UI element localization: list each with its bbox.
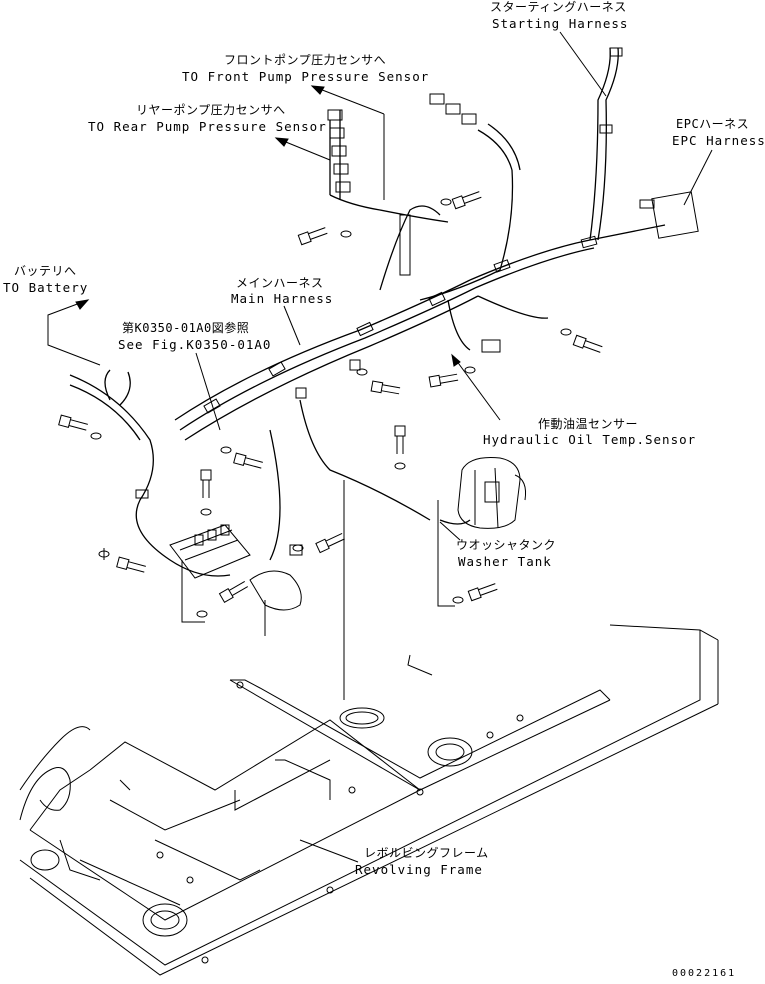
starting-harness-jp: スターティングハーネス <box>490 0 627 14</box>
front-pump-jp: フロントポンプ圧力センサへ <box>224 53 386 67</box>
label-hydraulic-oil: 作動油温センサー Hydraulic Oil Temp.Sensor <box>483 417 696 447</box>
hydraulic-oil-jp: 作動油温センサー <box>538 417 638 431</box>
washer-tank-en: Washer Tank <box>458 554 552 569</box>
epc-harness-en: EPC Harness <box>672 133 765 148</box>
starting-harness-en: Starting Harness <box>492 16 628 31</box>
label-washer-tank: ウオッシャタンク Washer Tank <box>456 538 556 569</box>
hydraulic-oil-en: Hydraulic Oil Temp.Sensor <box>483 432 696 447</box>
revolving-frame-jp: レボルビングフレーム <box>364 846 489 860</box>
label-main-harness: メインハーネス Main Harness <box>231 276 333 306</box>
washer-tank <box>457 457 526 529</box>
label-see-fig: 第K0350-01A0図参照 See Fig.K0350-01A0 <box>118 320 271 352</box>
drawing-number: 00022161 <box>672 968 736 979</box>
revolving-frame-en: Revolving Frame <box>355 862 483 877</box>
harness-clamps <box>135 124 613 499</box>
see-fig-jp: 第K0350-01A0図参照 <box>122 320 249 335</box>
main-harness-jp: メインハーネス <box>236 276 324 290</box>
label-front-pump: フロントポンプ圧力センサへ TO Front Pump Pressure Sen… <box>182 53 429 84</box>
label-revolving-frame: レボルビングフレーム Revolving Frame <box>355 846 489 877</box>
label-epc-harness: EPCハーネス EPC Harness <box>672 117 765 148</box>
connectors <box>327 47 699 353</box>
front-pump-en: TO Front Pump Pressure Sensor <box>182 69 429 84</box>
relay-block <box>169 524 251 579</box>
label-starting-harness: スターティングハーネス Starting Harness <box>490 0 628 31</box>
rear-pump-jp: リヤーポンプ圧力センサへ <box>136 103 286 117</box>
main-harness-en: Main Harness <box>231 291 333 306</box>
revolving-frame <box>19 624 719 976</box>
washer-tank-jp: ウオッシャタンク <box>456 538 556 552</box>
label-rear-pump: リヤーポンプ圧力センサへ TO Rear Pump Pressure Senso… <box>88 103 327 134</box>
leader-lines <box>47 31 713 863</box>
epc-harness-jp: EPCハーネス <box>676 117 749 131</box>
rear-pump-en: TO Rear Pump Pressure Sensor <box>88 119 327 134</box>
bolts <box>58 191 603 618</box>
battery-en: TO Battery <box>3 280 88 295</box>
horn-bracket <box>249 544 303 611</box>
main-harness-bundle <box>69 47 666 577</box>
battery-jp: バッテリへ <box>14 264 77 278</box>
label-battery: バッテリへ TO Battery <box>3 264 88 295</box>
see-fig-en: See Fig.K0350-01A0 <box>118 337 271 352</box>
